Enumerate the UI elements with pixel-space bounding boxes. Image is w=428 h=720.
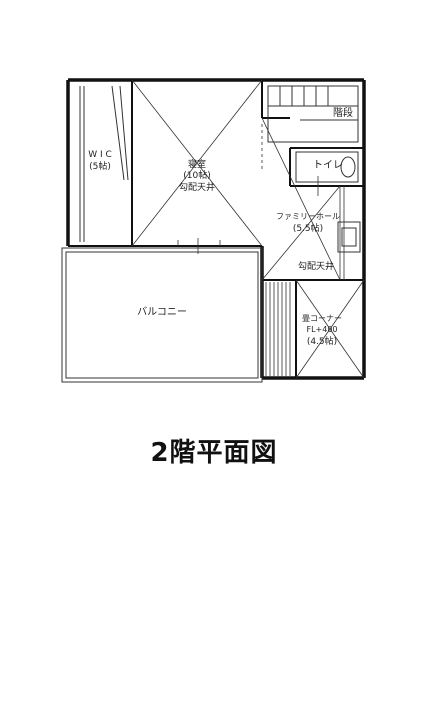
toilet-name: トイレ xyxy=(313,160,343,171)
wic-size: (5帖) xyxy=(89,160,111,172)
door-swings xyxy=(177,124,319,254)
balcony-outline xyxy=(61,247,263,383)
stairs-name: 階段 xyxy=(333,106,353,119)
balcony-name: バルコニー xyxy=(137,306,187,318)
hall-sink xyxy=(337,221,361,253)
stairs-treads xyxy=(267,85,359,143)
bedroom-ceiling-lines xyxy=(131,79,263,247)
hall-ceiling-lines xyxy=(261,117,341,281)
family-hall-size: (5.5帖) xyxy=(293,222,323,234)
wic-closet-rails xyxy=(79,85,129,242)
toilet-fixture xyxy=(295,151,359,183)
tatami-name: 畳コーナー xyxy=(302,314,342,323)
bedroom-size: (10帖) xyxy=(183,169,210,181)
tatami-ceiling-lines xyxy=(295,279,365,379)
interior-walls xyxy=(68,80,364,378)
wic-name: W I C xyxy=(88,150,112,160)
plan-caption: 2階平面図 xyxy=(150,438,278,468)
tatami-step-lines xyxy=(265,186,345,376)
family-hall-name: ファミリーホール xyxy=(276,212,340,221)
floor-plan: W I C (5帖) 寝室 (10帖) 勾配天井 階段 トイレ ファミリーホール… xyxy=(61,78,366,383)
bedroom-name: 寝室 xyxy=(188,158,206,170)
tatami-level: FL+400 xyxy=(306,325,337,334)
tatami-size: (4.5帖) xyxy=(307,335,337,347)
hall-ceiling: 勾配天井 xyxy=(298,260,334,272)
bedroom-ceiling: 勾配天井 xyxy=(179,181,215,193)
